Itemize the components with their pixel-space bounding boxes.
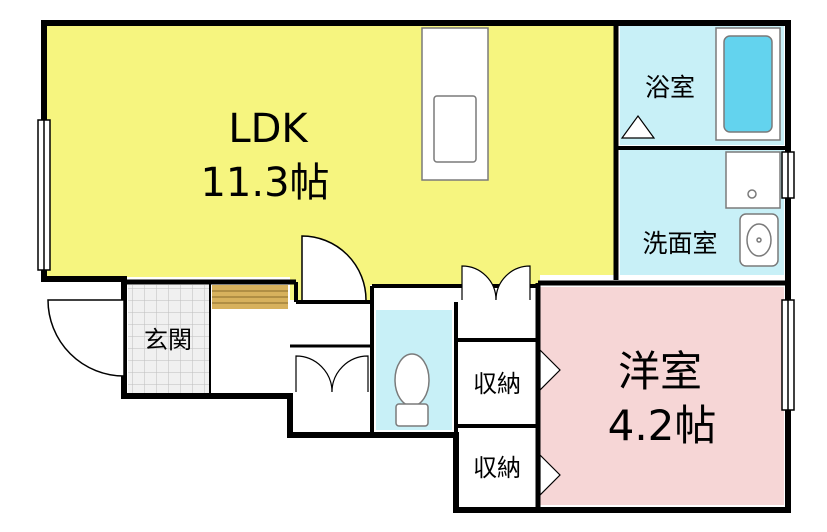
entrance-step-lines xyxy=(212,290,288,304)
ldk-door xyxy=(301,235,367,301)
toilet xyxy=(394,353,430,427)
washroom-name: 洗面室 xyxy=(642,229,717,258)
bath-entry-triangle xyxy=(620,114,656,139)
kitchen-counter xyxy=(421,27,489,181)
western-name: 洋室 xyxy=(618,347,702,396)
bath-name: 浴室 xyxy=(645,73,695,102)
entrance-name: 玄関 xyxy=(144,326,192,354)
ldk-name: LDK xyxy=(228,106,309,152)
storage-lower-name: 収納 xyxy=(473,454,521,482)
washroom-fixtures xyxy=(725,151,781,267)
windows xyxy=(37,119,795,411)
entrance-door xyxy=(47,299,125,377)
western-room-floor xyxy=(540,287,784,505)
closet-doors xyxy=(295,265,561,497)
bathtub xyxy=(715,27,781,141)
entrance-tile xyxy=(128,285,210,393)
storage-upper-name: 収納 xyxy=(473,370,521,398)
walls xyxy=(41,20,791,513)
ldk-size: 11.3帖 xyxy=(200,160,329,206)
western-size: 4.2帖 xyxy=(608,401,717,450)
